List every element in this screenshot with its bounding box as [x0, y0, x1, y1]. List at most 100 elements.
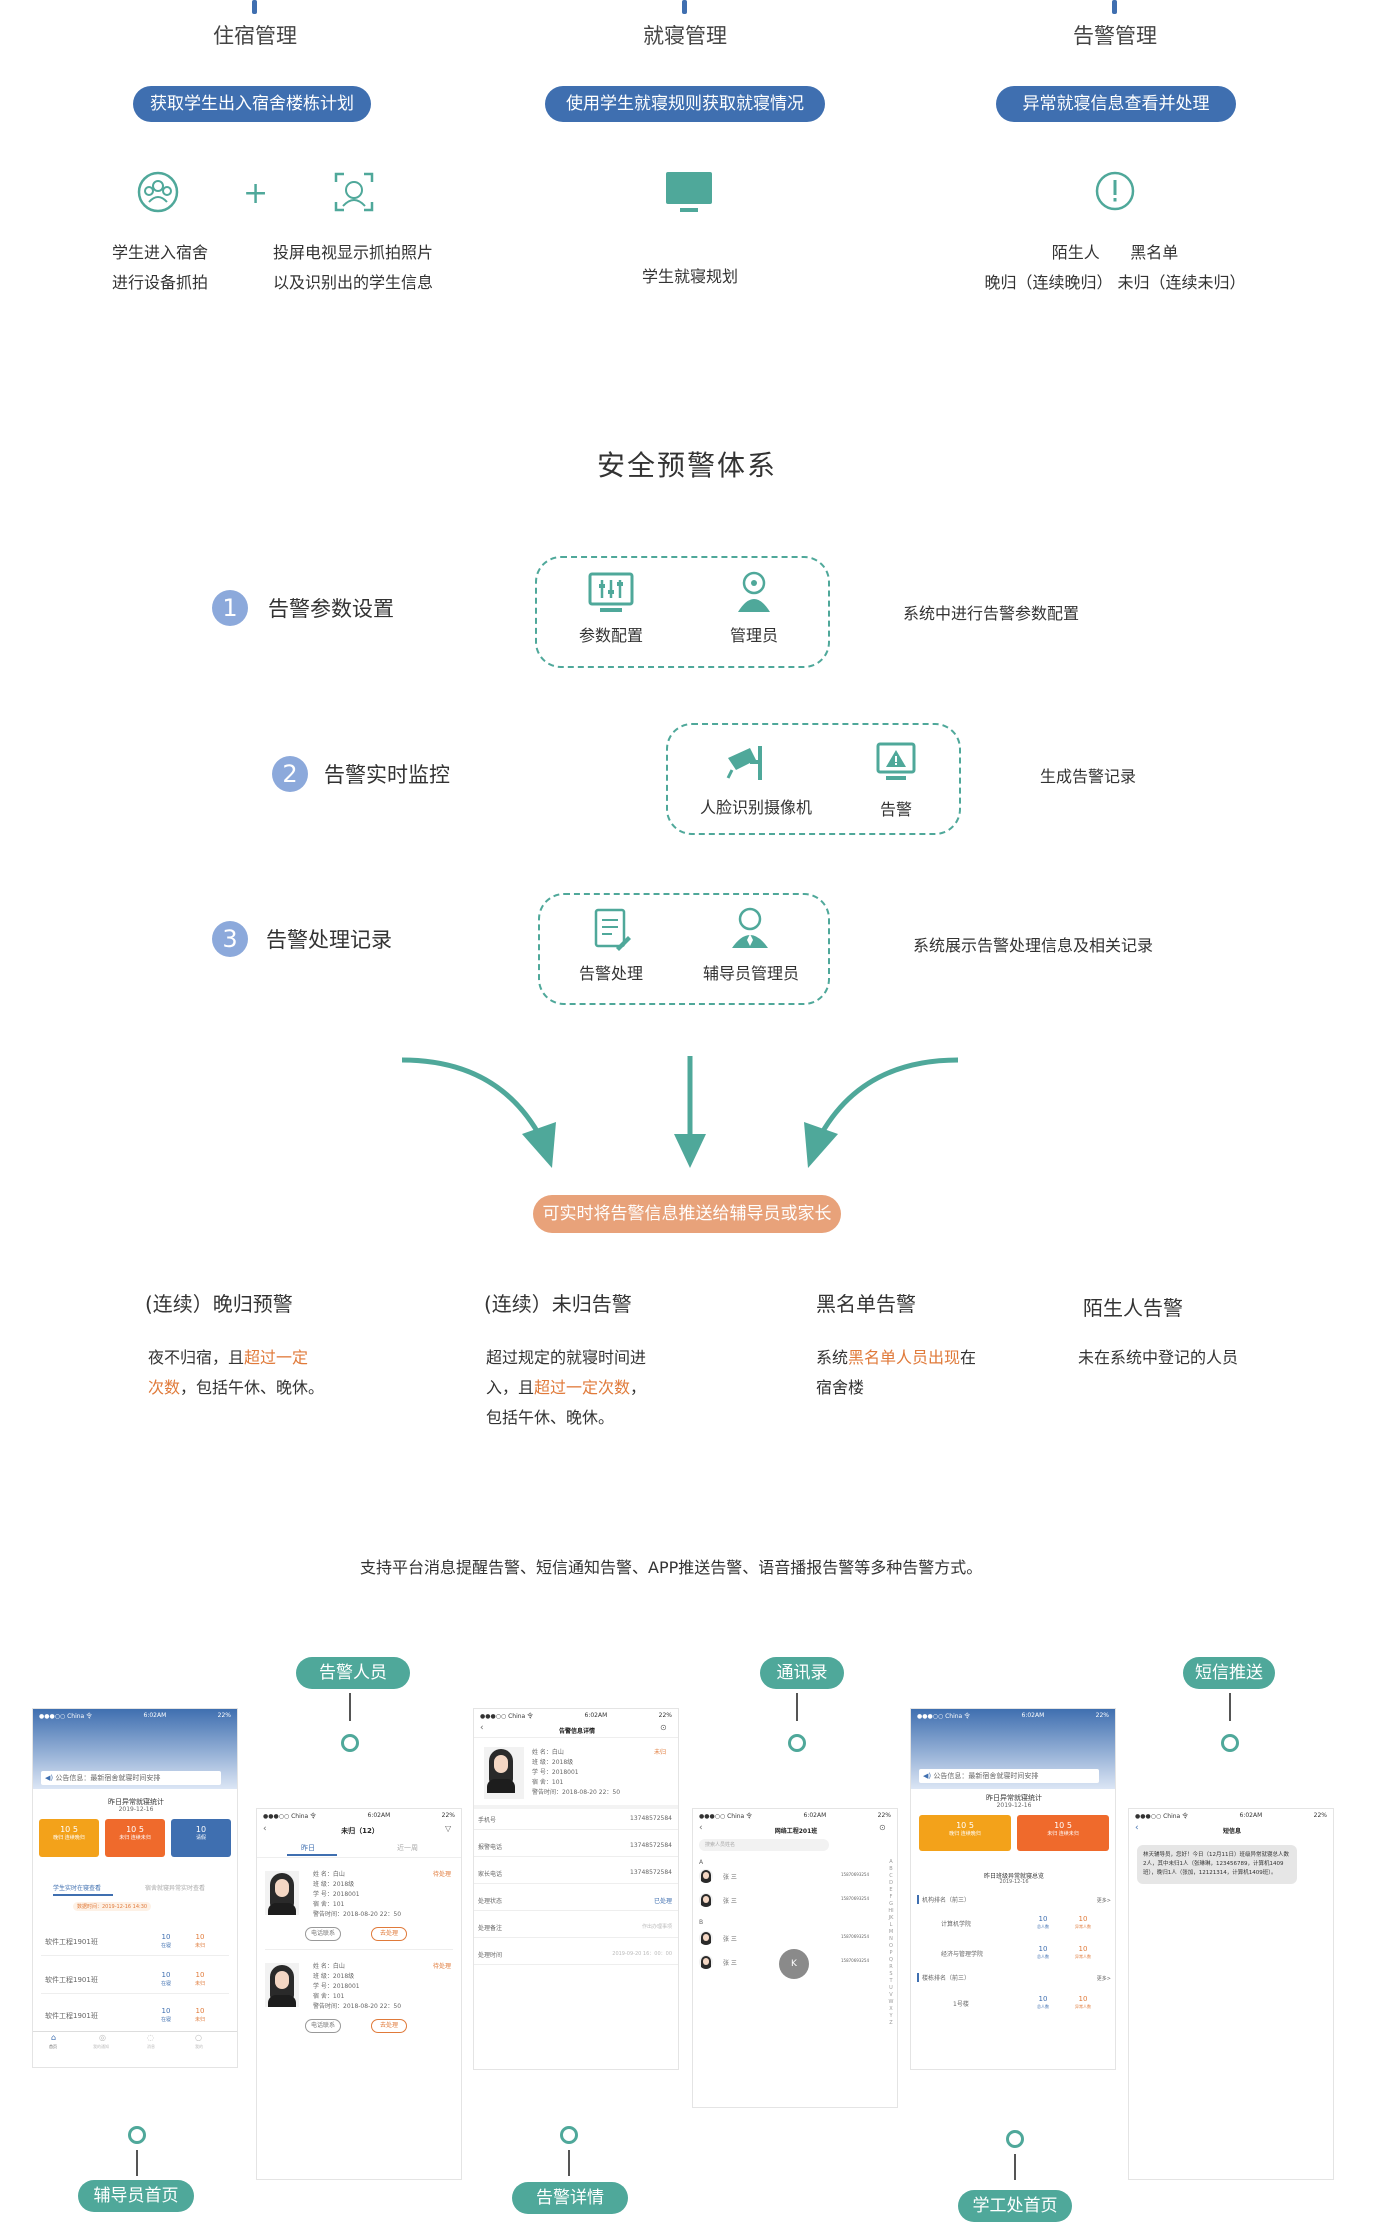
class-name[interactable]: 软件工程1901班: [45, 1938, 98, 1946]
tab-realtime[interactable]: 学生实时在寝查看: [53, 1885, 102, 1892]
absent-count: 10: [195, 2007, 205, 2015]
nav-notify[interactable]: 我的通知: [93, 2044, 109, 2049]
cat-title-stranger: 陌生人告警: [1083, 1296, 1183, 1320]
clock: 6:02AM: [803, 1811, 827, 1819]
tile-number: 10: [195, 1825, 207, 1834]
tab-yesterday[interactable]: 昨日: [301, 1844, 315, 1852]
nav-home[interactable]: 首页: [49, 2044, 57, 2049]
bell-icon[interactable]: ◎: [99, 2033, 106, 2042]
more-icon[interactable]: ⊙: [660, 1723, 667, 1732]
section-gap: [474, 1805, 678, 1809]
in-dorm-label: 在寝: [160, 1981, 171, 1987]
phone-xuegong-home: ●●●○○ China 令 6:02AM 22% ◀) 公告信息：最新宿舍就寝时…: [910, 1708, 1116, 2070]
total-label: 总人数: [1037, 1924, 1049, 1929]
filter-icon[interactable]: ▽: [445, 1824, 452, 1833]
divider: [41, 1955, 229, 1956]
summary-date: 2019-12-16: [999, 1879, 1029, 1885]
alarm-time: 警告时间：2018-08-20 22：50: [313, 2003, 402, 2010]
contact-name[interactable]: 张 三: [723, 1898, 737, 1905]
back-icon[interactable]: ‹: [699, 1823, 703, 1833]
class-name[interactable]: 软件工程1901班: [45, 2012, 98, 2020]
step-desc: 生成告警记录: [1040, 767, 1137, 786]
class-name[interactable]: 软件工程1901班: [45, 1976, 98, 1984]
summary-title: 昨日班级异常就寝总览: [983, 1873, 1044, 1880]
cat-title-blacklist: 黑名单告警: [816, 1292, 916, 1316]
contact-phone[interactable]: 15870693254: [841, 1872, 869, 1877]
contact-phone[interactable]: 15870693254: [841, 1958, 869, 1963]
student-photo: [484, 1747, 524, 1799]
call-button[interactable]: 电话联系: [305, 1927, 341, 1941]
nav-mine[interactable]: 我的: [195, 2044, 203, 2049]
tab-week[interactable]: 近一周: [397, 1844, 418, 1852]
user-icon[interactable]: ○: [195, 2033, 202, 2042]
step-desc: 系统中进行告警参数配置: [903, 604, 1080, 623]
handle-button[interactable]: 去处理: [371, 2019, 407, 2033]
divider: [265, 1949, 453, 1950]
pill-abnormal: 异常就寝信息查看并处理: [996, 86, 1236, 122]
pill-sleep-rule: 使用学生就寝规则获取就寝情况: [545, 86, 825, 122]
back-icon[interactable]: ‹: [480, 1723, 484, 1733]
notice-bar[interactable]: ◀) 公告信息：最新宿舍就寝时间安排: [41, 1771, 221, 1785]
back-icon[interactable]: ‹: [263, 1824, 267, 1834]
contact-name[interactable]: 张 三: [723, 1874, 737, 1881]
building-name[interactable]: 1号楼: [953, 2001, 969, 2008]
contact-phone[interactable]: 15870693254: [841, 1934, 869, 1939]
alarm-time: 警告时间：2018-08-20 22：50: [313, 1911, 402, 1918]
field-label: 处理状态: [478, 1898, 503, 1905]
contact-name[interactable]: 张 三: [723, 1960, 737, 1967]
rank-building-title: 楼栋排名（前三）: [917, 1973, 970, 1982]
handle-button[interactable]: 去处理: [371, 1927, 407, 1941]
call-button[interactable]: 电话联系: [305, 2019, 341, 2033]
notice-bar[interactable]: ◀) 公告信息：最新宿舍就寝时间安排: [919, 1769, 1099, 1783]
home-icon[interactable]: ⌂: [51, 2033, 57, 2042]
nav-message[interactable]: 消息: [147, 2044, 155, 2049]
abnormal-count: 10: [1078, 1945, 1088, 1953]
sub-label: 告警处理: [578, 964, 643, 983]
phone-contacts: ●●●○○ China 令 6:02AM 22% ‹ 网络工程201班 ⊙ 搜索…: [692, 1808, 898, 2108]
tile-number: 10 5: [956, 1821, 974, 1830]
battery: 22%: [658, 1711, 672, 1719]
field-label: 处理备注: [478, 1925, 503, 1932]
person-name: 姓 名：白山: [313, 1963, 345, 1970]
institution-name[interactable]: 计算机学院: [941, 1921, 972, 1928]
person-class: 班 级：2018级: [313, 1881, 355, 1888]
more-icon[interactable]: ⊙: [879, 1823, 886, 1832]
section-title: 安全预警体系: [597, 449, 778, 482]
tile-label: 晚归 连续晚归: [949, 1831, 981, 1837]
person-room: 宿 舍：101: [313, 1901, 345, 1908]
back-icon[interactable]: ‹: [1135, 1823, 1139, 1833]
message-icon[interactable]: ◌: [147, 2033, 154, 2042]
divider: [474, 1883, 678, 1884]
more-link[interactable]: 更多>: [1096, 1898, 1111, 1904]
col-title: 住宿管理: [213, 24, 297, 48]
contact-name[interactable]: 张 三: [723, 1936, 737, 1943]
more-link[interactable]: 更多>: [1096, 1976, 1111, 1982]
field-value[interactable]: 13748572584: [630, 1869, 672, 1876]
field-value[interactable]: 13748572584: [630, 1842, 672, 1849]
total-count: 10: [1038, 1915, 1048, 1923]
accent-bar: [252, 0, 257, 14]
contact-phone[interactable]: 15870693254: [841, 1896, 869, 1901]
person-room: 宿 舍：101: [532, 1779, 564, 1786]
contact-avatar: [699, 1955, 713, 1969]
institution-name[interactable]: 经济与管理学院: [941, 1951, 984, 1958]
screen-title: 告警信息详情: [558, 1728, 595, 1735]
field-value[interactable]: 13748572584: [630, 1815, 672, 1822]
sub-label: 告警: [879, 800, 912, 819]
alphabet-index[interactable]: ABCDEFGHIJKLMNOPQRSTUVWXYZ: [888, 1859, 894, 2026]
connector-line: [1229, 1693, 1231, 1721]
cat-desc-absent: 超过规定的就寝时间进 入，且超过一定次数， 包括午休、晚休。: [486, 1343, 726, 1433]
phone-alarm-list: ●●●○○ China 令 6:02AM 22% ‹ 未归（12） ▽ 昨日 近…: [256, 1808, 462, 2180]
tab-abnormal[interactable]: 宿舍就寝异常实时查看: [145, 1885, 206, 1892]
nav-divider: [33, 2031, 237, 2032]
tab-indicator: [53, 1894, 113, 1896]
desc-highlight: 超过一定 次数: [148, 1348, 309, 1397]
search-input[interactable]: 搜索人员姓名: [699, 1839, 829, 1851]
connector-dot: [1221, 1734, 1239, 1752]
person-room: 宿 舍：101: [313, 1993, 345, 2000]
